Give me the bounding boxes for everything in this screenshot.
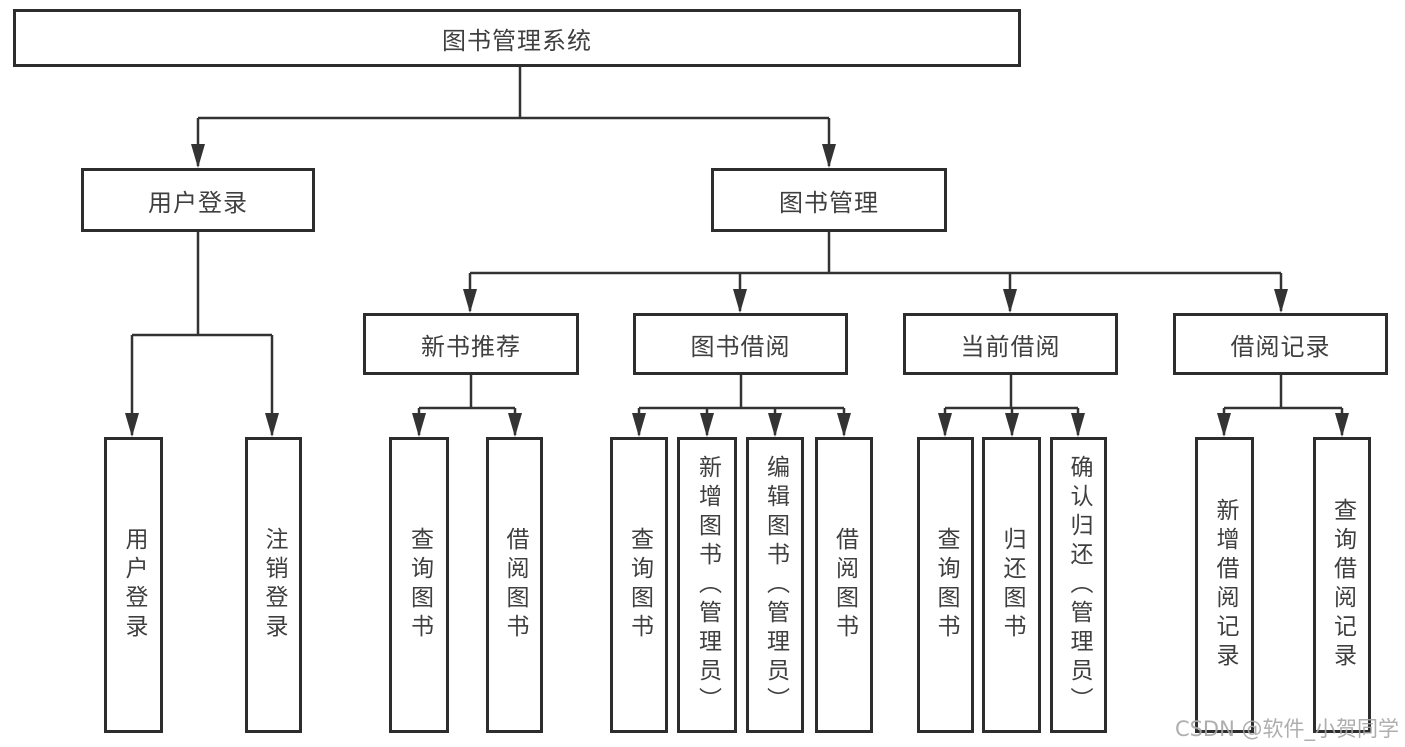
node-borrow-records: 借阅记录 — [1173, 313, 1388, 375]
node-user-login: 用户登录 — [81, 168, 315, 232]
node-leaf-bb-query-label: 查询图书 — [626, 527, 653, 643]
node-leaf-bb-edit-label: 编辑图书（管理员） — [762, 454, 789, 716]
node-root: 图书管理系统 — [13, 9, 1021, 67]
node-user-login-label: 用户登录 — [148, 188, 248, 217]
node-leaf-br-add-label: 新增借阅记录 — [1212, 498, 1238, 672]
node-book-mgmt-label: 图书管理 — [779, 188, 879, 217]
node-leaf-login: 用户登录 — [104, 437, 163, 733]
node-current-borrow: 当前借阅 — [903, 313, 1118, 375]
node-new-book-rec-label: 新书推荐 — [421, 332, 521, 361]
node-leaf-cb-confirm-label: 确认归还（管理员） — [1066, 454, 1092, 716]
node-leaf-bb-query: 查询图书 — [610, 437, 668, 733]
arrowheads — [125, 144, 1349, 437]
node-leaf-cb-confirm: 确认归还（管理员） — [1050, 437, 1107, 733]
node-leaf-logout: 注销登录 — [245, 437, 302, 733]
node-leaf-rec-borrow: 借阅图书 — [486, 437, 543, 733]
node-book-mgmt: 图书管理 — [711, 168, 947, 232]
node-root-label: 图书管理系统 — [442, 26, 592, 55]
node-leaf-rec-query: 查询图书 — [389, 437, 449, 733]
node-leaf-cb-return: 归还图书 — [982, 437, 1041, 733]
node-leaf-rec-borrow-label: 借阅图书 — [502, 527, 528, 643]
node-leaf-bb-borrow-label: 借阅图书 — [831, 527, 858, 643]
node-leaf-bb-add: 新增图书（管理员） — [677, 437, 737, 733]
node-new-book-rec: 新书推荐 — [363, 313, 579, 375]
node-leaf-br-query-label: 查询借阅记录 — [1329, 498, 1356, 672]
node-leaf-cb-return-label: 归还图书 — [999, 527, 1025, 643]
node-leaf-bb-edit: 编辑图书（管理员） — [746, 437, 804, 733]
node-leaf-rec-query-label: 查询图书 — [406, 527, 433, 643]
node-borrow-records-label: 借阅记录 — [1230, 332, 1331, 361]
node-book-borrow: 图书借阅 — [633, 313, 848, 375]
node-book-borrow-label: 图书借阅 — [690, 332, 791, 361]
node-leaf-cb-query-label: 查询图书 — [933, 527, 959, 643]
node-leaf-bb-borrow: 借阅图书 — [815, 437, 873, 733]
node-leaf-br-query: 查询借阅记录 — [1313, 437, 1371, 733]
node-leaf-br-add: 新增借阅记录 — [1195, 437, 1254, 733]
node-leaf-cb-query: 查询图书 — [917, 437, 974, 733]
node-leaf-logout-label: 注销登录 — [261, 527, 287, 643]
node-leaf-login-label: 用户登录 — [121, 527, 147, 643]
node-current-borrow-label: 当前借阅 — [960, 332, 1061, 361]
node-leaf-bb-add-label: 新增图书（管理员） — [694, 454, 721, 716]
